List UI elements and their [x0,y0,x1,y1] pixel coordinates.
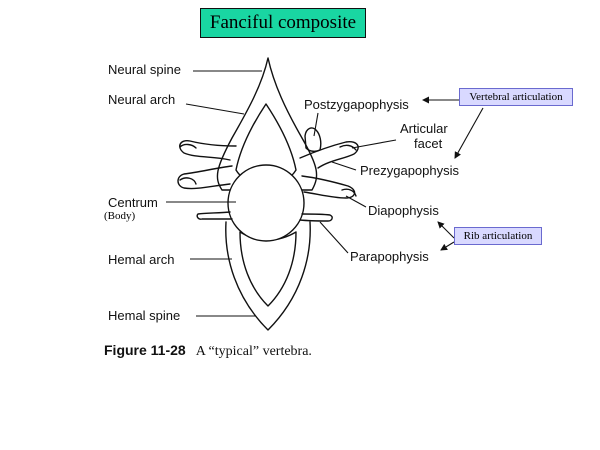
left-parapophysis [196,211,233,220]
prezygapophysis-process [299,140,359,169]
figure-caption: Figure 11-28 A “typical” vertebra. [104,342,312,360]
arrow-to-prezygapophysis [454,107,484,159]
arrow-to-parapophysis [440,241,455,251]
postzygapophysis-process [304,127,322,153]
label-parapophysis: Parapophysis [350,249,429,264]
label-body: (Body) [104,210,136,222]
label-articular: Articular [400,121,448,136]
slide-title: Fanciful composite [200,8,366,38]
vertebral-articulation-callout: Vertebral articulation [459,88,573,106]
label-hemal-arch: Hemal arch [108,252,175,267]
parapophysis-process [299,213,333,222]
label-postzygapophysis: Postzygapophysis [304,97,409,112]
figure-caption-text: A “typical” vertebra. [195,344,312,359]
figure-number: Figure 11-28 [104,342,186,358]
left-zygapophysis [179,139,237,161]
leader-articular-facet [351,139,397,149]
label-centrum: Centrum [108,195,158,210]
label-hemal-spine: Hemal spine [108,308,181,323]
leader-neural-arch [185,103,245,115]
label-diapophysis: Diapophysis [368,203,439,218]
label-neural-spine: Neural spine [108,62,181,77]
centrum-disc [227,164,305,242]
arrow-to-diapophysis [437,221,455,239]
hemal-canal [239,231,297,307]
hemal-arch-outline [225,221,311,331]
rib-articulation-callout: Rib articulation [454,227,542,245]
left-transverse-process [177,165,233,190]
leader-prezygapophysis [331,161,357,171]
label-prezygapophysis: Prezygapophysis [360,163,459,178]
leader-diapophysis [345,195,367,208]
label-facet: facet [414,136,443,151]
leader-parapophysis [319,221,349,254]
diapophysis-process [301,175,356,199]
label-neural-arch: Neural arch [108,92,176,107]
leader-postzygapophysis [313,112,319,137]
